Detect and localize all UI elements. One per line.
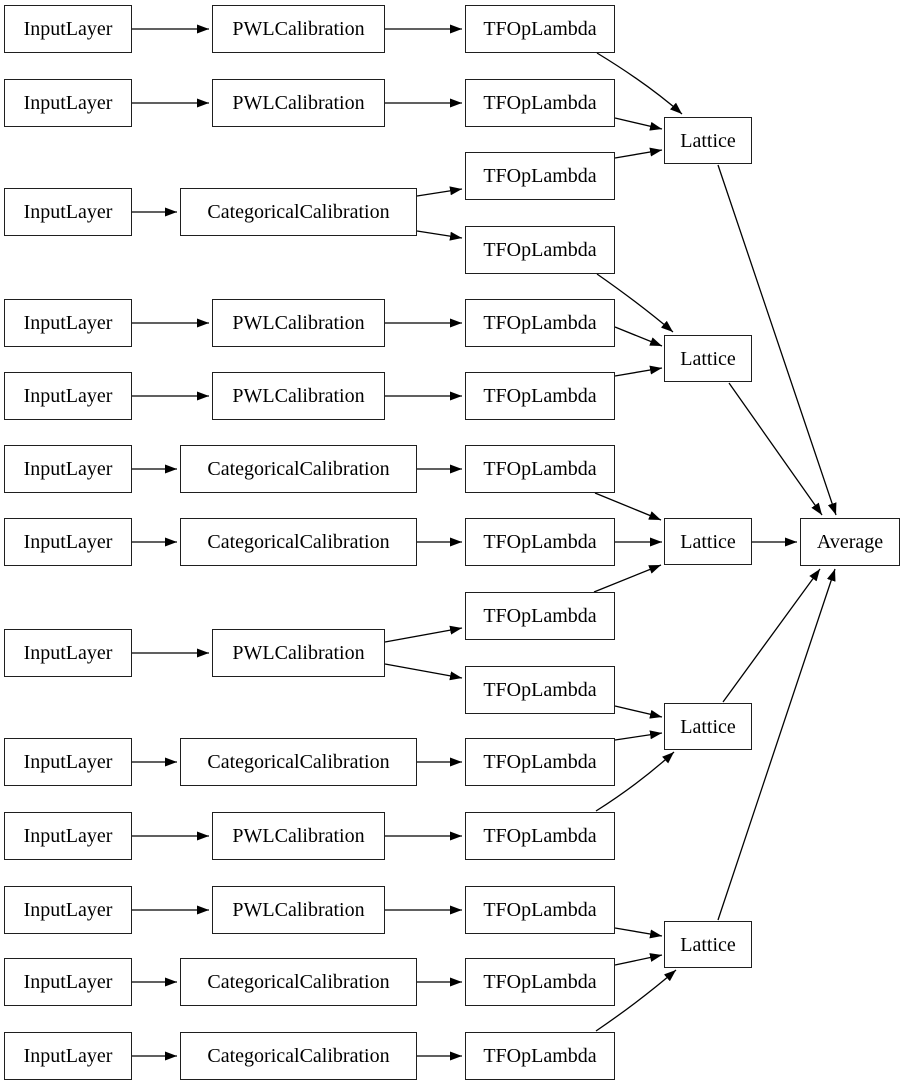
edge-lattice-5-to-average bbox=[717, 568, 836, 921]
edge-lattice-1-to-average bbox=[717, 164, 837, 516]
node-tf-11: TFOpLambda bbox=[465, 738, 615, 786]
node-tf-15: TFOpLambda bbox=[465, 1032, 615, 1080]
edge-tf-2-to-lattice-1 bbox=[614, 117, 663, 131]
edge-lattice-4-to-average bbox=[722, 568, 821, 703]
node-input-8: InputLayer bbox=[4, 629, 132, 677]
node-tf-5: TFOpLambda bbox=[465, 299, 615, 347]
edge-tf-1-to-lattice-1 bbox=[596, 52, 683, 115]
node-lattice-5: Lattice bbox=[664, 921, 752, 968]
node-pwl-4: PWLCalibration bbox=[212, 372, 385, 420]
node-tf-13: TFOpLambda bbox=[465, 886, 615, 934]
node-input-1: InputLayer bbox=[4, 5, 132, 53]
edge-tf-7-to-lattice-3 bbox=[594, 492, 662, 521]
node-tf-9: TFOpLambda bbox=[465, 592, 615, 640]
edge-tf-15-to-lattice-5 bbox=[595, 969, 677, 1032]
edge-tf-11-to-lattice-4 bbox=[614, 730, 663, 741]
node-cat-1: CategoricalCalibration bbox=[180, 188, 417, 236]
node-tf-7: TFOpLambda bbox=[465, 445, 615, 493]
edge-cat-1-to-tf-3 bbox=[416, 186, 463, 197]
edge-tf-10-to-lattice-4 bbox=[614, 705, 663, 719]
edge-tf-13-to-lattice-5 bbox=[614, 927, 663, 939]
node-input-13: InputLayer bbox=[4, 1032, 132, 1080]
node-lattice-2: Lattice bbox=[664, 335, 752, 382]
edge-tf-4-to-lattice-2 bbox=[596, 273, 674, 333]
node-tf-1: TFOpLambda bbox=[465, 5, 615, 53]
node-pwl-2: PWLCalibration bbox=[212, 79, 385, 127]
node-pwl-3: PWLCalibration bbox=[212, 299, 385, 347]
edge-tf-12-to-lattice-4 bbox=[595, 751, 675, 812]
edge-pwl-5-to-tf-10 bbox=[384, 663, 463, 681]
node-input-9: InputLayer bbox=[4, 738, 132, 786]
edge-lattice-2-to-average bbox=[728, 382, 823, 516]
edge-tf-3-to-lattice-1 bbox=[614, 147, 663, 159]
node-tf-12: TFOpLambda bbox=[465, 812, 615, 860]
node-input-2: InputLayer bbox=[4, 79, 132, 127]
node-tf-2: TFOpLambda bbox=[465, 79, 615, 127]
node-tf-3: TFOpLambda bbox=[465, 152, 615, 200]
node-input-5: InputLayer bbox=[4, 372, 132, 420]
node-cat-4: CategoricalCalibration bbox=[180, 738, 417, 786]
node-pwl-7: PWLCalibration bbox=[212, 886, 385, 934]
node-input-4: InputLayer bbox=[4, 299, 132, 347]
edge-cat-1-to-tf-4 bbox=[416, 230, 463, 241]
node-input-6: InputLayer bbox=[4, 445, 132, 493]
edge-tf-5-to-lattice-2 bbox=[614, 326, 663, 347]
node-lattice-3: Lattice bbox=[664, 518, 752, 565]
node-tf-8: TFOpLambda bbox=[465, 518, 615, 566]
node-cat-2: CategoricalCalibration bbox=[180, 445, 417, 493]
node-tf-10: TFOpLambda bbox=[465, 666, 615, 714]
node-input-11: InputLayer bbox=[4, 886, 132, 934]
node-cat-6: CategoricalCalibration bbox=[180, 1032, 417, 1080]
node-tf-4: TFOpLambda bbox=[465, 226, 615, 274]
node-input-10: InputLayer bbox=[4, 812, 132, 860]
edge-tf-14-to-lattice-5 bbox=[614, 953, 663, 966]
node-tf-14: TFOpLambda bbox=[465, 958, 615, 1006]
edge-group bbox=[132, 24, 837, 1061]
node-lattice-4: Lattice bbox=[664, 703, 752, 750]
node-input-12: InputLayer bbox=[4, 958, 132, 1006]
node-cat-3: CategoricalCalibration bbox=[180, 518, 417, 566]
node-lattice-1: Lattice bbox=[664, 117, 752, 164]
node-pwl-1: PWLCalibration bbox=[212, 5, 385, 53]
node-input-3: InputLayer bbox=[4, 188, 132, 236]
edge-pwl-5-to-tf-9 bbox=[384, 625, 463, 643]
edge-tf-6-to-lattice-2 bbox=[614, 365, 663, 377]
node-input-7: InputLayer bbox=[4, 518, 132, 566]
node-cat-5: CategoricalCalibration bbox=[180, 958, 417, 1006]
edge-tf-9-to-lattice-3 bbox=[593, 564, 662, 593]
node-tf-6: TFOpLambda bbox=[465, 372, 615, 420]
node-pwl-5: PWLCalibration bbox=[212, 629, 385, 677]
node-pwl-6: PWLCalibration bbox=[212, 812, 385, 860]
node-average: Average bbox=[800, 518, 900, 566]
